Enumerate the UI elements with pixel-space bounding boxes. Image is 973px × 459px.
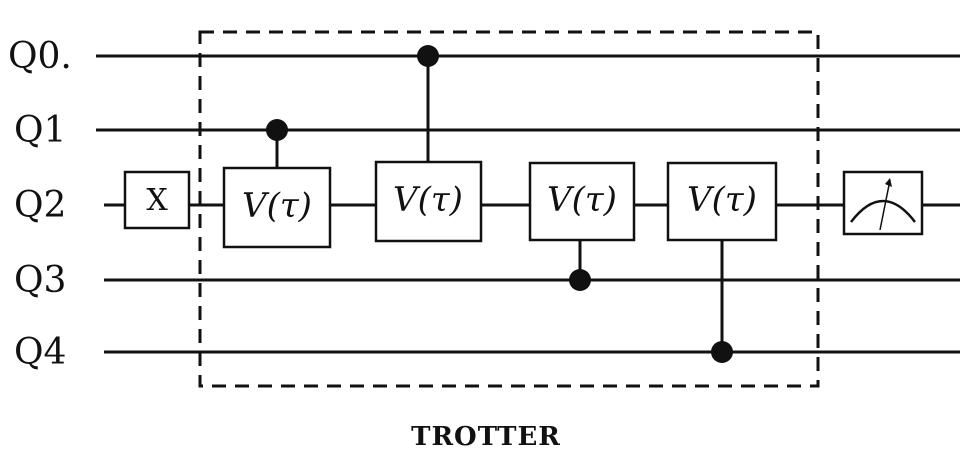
v-gate-label: V(τ) [393, 180, 463, 220]
qubit-label-q3: Q3 [14, 260, 66, 301]
v-gate-label: V(τ) [687, 180, 757, 220]
qubit-label-q4: Q4 [14, 332, 66, 373]
trotter-label: TROTTER [411, 422, 561, 452]
x-gate-label: X [146, 183, 168, 218]
measurement-gate [842, 170, 924, 236]
qubit-labels: Q0. Q1 Q2 Q3 Q4 [8, 36, 72, 373]
control-dot [266, 119, 288, 141]
trotter-region [198, 30, 820, 388]
v-gate-label: V(τ) [547, 180, 617, 220]
v-gate-3: V(τ) [528, 161, 636, 291]
qubit-label-q1: Q1 [14, 110, 66, 151]
control-dot [569, 269, 591, 291]
v-gate-2: V(τ) [374, 45, 483, 243]
control-dot [417, 45, 439, 67]
qubit-label-q0: Q0. [8, 36, 72, 77]
v-gate-1: V(τ) [222, 119, 332, 249]
qubit-label-q2: Q2 [14, 185, 66, 226]
v-gate-4: V(τ) [666, 161, 778, 363]
v-gate-label: V(τ) [242, 186, 312, 226]
x-gate: X [123, 170, 191, 230]
control-dot [711, 341, 733, 363]
meter-icon [850, 178, 916, 231]
